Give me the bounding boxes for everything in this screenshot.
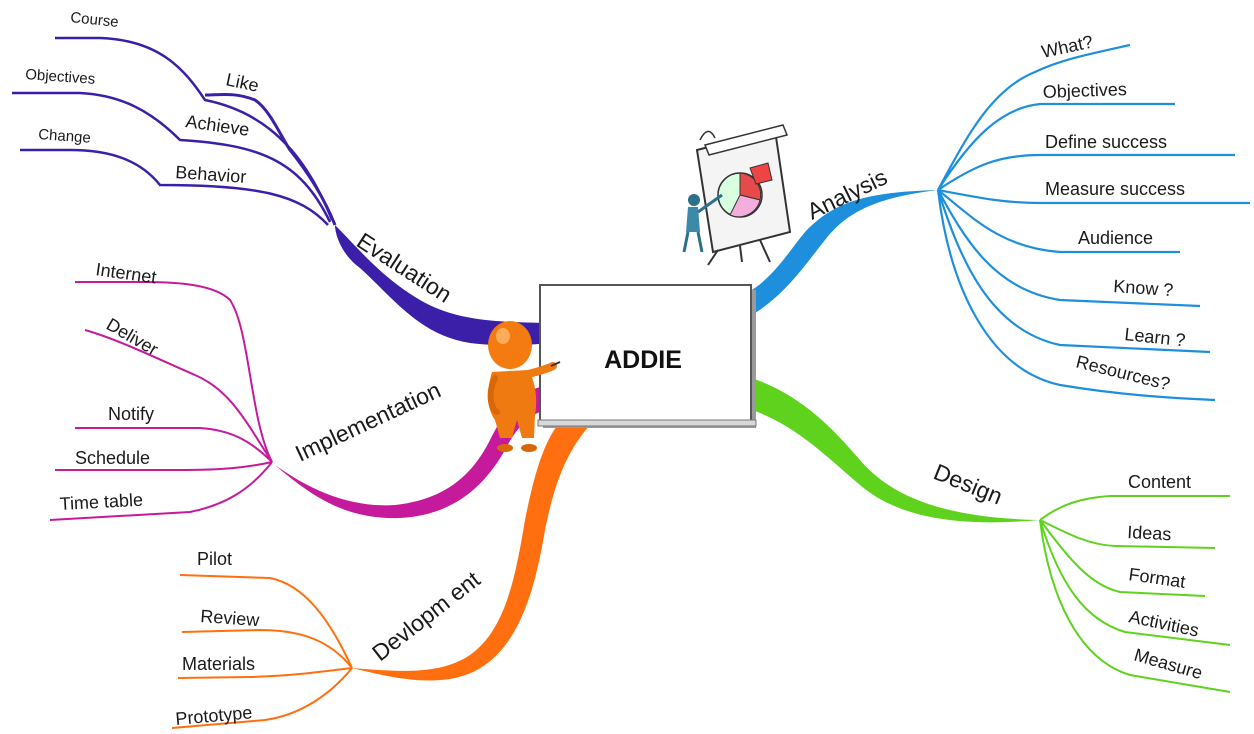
evaluation-leaf-line (20, 148, 329, 226)
branch-analysis: Analysis What? Objectives Define success… (752, 32, 1250, 402)
analysis-item-define-success: Define success (1045, 132, 1167, 152)
evaluation-sub-change: Change (38, 126, 92, 147)
development-item-materials: Materials (182, 654, 255, 674)
evaluation-leaf-line (12, 91, 332, 223)
design-label: Design (930, 459, 1006, 510)
development-item-review: Review (200, 606, 261, 630)
analysis-leaf-line (936, 189, 1211, 354)
implementation-leaf-line (84, 329, 273, 463)
branch-implementation: Implementation Internet Deliver Notify S… (49, 259, 548, 521)
analysis-leaf-line (937, 188, 1250, 205)
design-item-ideas: Ideas (1127, 522, 1172, 544)
development-leaf-line (171, 667, 353, 729)
design-trunk (752, 378, 1040, 523)
evaluation-item-like: Like (224, 69, 260, 95)
design-item-content: Content (1128, 472, 1191, 492)
analysis-leaf-line (937, 153, 1235, 191)
development-leaf-line (177, 667, 353, 679)
design-item-format: Format (1127, 564, 1186, 592)
flip-chart-icon (682, 124, 792, 266)
development-trunk (352, 422, 590, 681)
analysis-trunk (752, 190, 938, 315)
center-box-ledge (537, 419, 757, 427)
implementation-label: Implementation (291, 377, 445, 467)
analysis-item-know: Know ? (1113, 276, 1174, 300)
development-item-prototype: Prototype (175, 702, 253, 729)
implementation-leaf-line (49, 461, 273, 521)
design-leaf-line (1039, 519, 1216, 549)
center-node: ADDIE (537, 284, 757, 428)
evaluation-sub-objectives: Objectives (25, 66, 96, 88)
development-leaf-line (181, 628, 353, 669)
implementation-item-internet: Internet (94, 259, 157, 287)
implementation-item-deliver: Deliver (103, 314, 162, 359)
branch-evaluation: Evaluation Like Achieve Behavior Course … (12, 9, 548, 346)
design-leaf-line (1039, 495, 1230, 521)
analysis-item-audience: Audience (1078, 228, 1153, 248)
analysis-leaf-line (937, 189, 1180, 254)
evaluation-sub-course: Course (70, 9, 120, 31)
analysis-item-objectives: Objectives (1042, 79, 1127, 102)
evaluation-item-behavior: Behavior (175, 162, 247, 187)
presenter-figure-icon (487, 321, 561, 452)
analysis-item-what: What? (1040, 32, 1095, 62)
analysis-leaf-line (937, 189, 1201, 308)
evaluation-leaf-line (55, 36, 334, 221)
implementation-item-schedule: Schedule (75, 448, 150, 468)
design-item-activities: Activities (1127, 606, 1201, 640)
implementation-leaf-line (75, 281, 273, 463)
implementation-item-notify: Notify (108, 404, 154, 424)
analysis-item-measure-success: Measure success (1045, 179, 1185, 199)
development-leaf-line (179, 574, 353, 669)
analysis-leaf-line (936, 189, 1216, 402)
center-title: ADDIE (604, 346, 682, 374)
branch-design: Design Content Ideas Format Activities M… (752, 378, 1231, 693)
analysis-leaf-line (937, 43, 1131, 191)
implementation-leaf-line (55, 461, 273, 471)
implementation-leaf-line (75, 427, 273, 463)
analysis-leaf-line (937, 102, 1175, 191)
evaluation-branch-line (204, 92, 337, 226)
evaluation-item-achieve: Achieve (184, 111, 250, 140)
design-leaf-line (1039, 519, 1231, 693)
analysis-item-learn: Learn ? (1124, 324, 1187, 350)
development-label: Devlopm ent (367, 566, 485, 666)
analysis-item-resources: Resources? (1074, 351, 1172, 394)
design-leaf-line (1039, 519, 1231, 646)
development-item-pilot: Pilot (197, 549, 232, 569)
design-leaf-line (1039, 519, 1206, 597)
implementation-item-timetable: Time table (59, 490, 143, 514)
